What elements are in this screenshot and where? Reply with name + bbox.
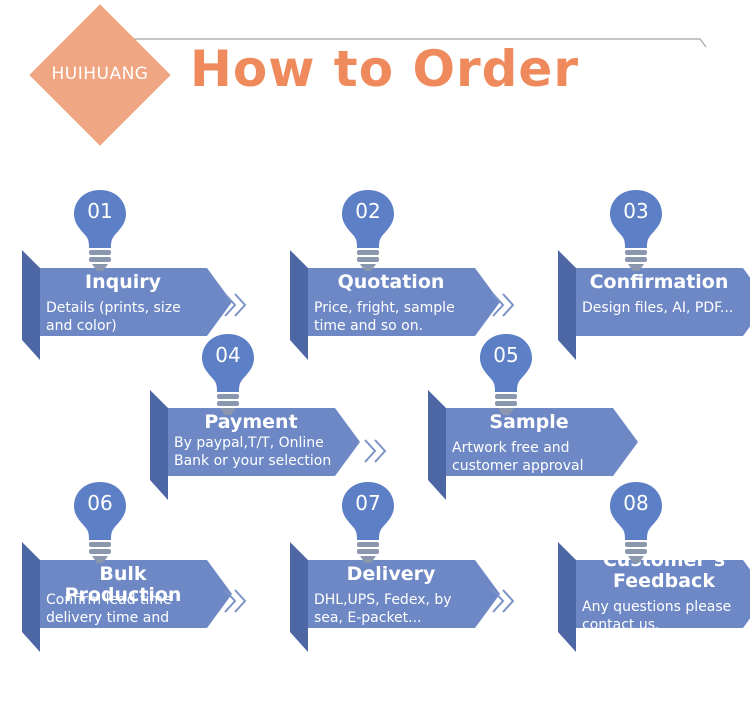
step-number: 08: [623, 491, 649, 515]
step-title: Inquiry: [85, 271, 161, 293]
lightbulb-icon: 01: [72, 188, 128, 278]
step-title: Sample: [489, 411, 569, 433]
lightbulb-icon: 08: [608, 480, 664, 570]
step-title: Confirmation: [589, 271, 729, 293]
step-title: Bulk Production: [64, 563, 182, 606]
step-description: DHL,UPS, Fedex, by sea, E-packet...: [314, 592, 452, 627]
step-description: Artwork free and customer approval: [452, 440, 584, 475]
step-title: Delivery: [346, 563, 436, 585]
lightbulb-icon: 07: [340, 480, 396, 570]
double-chevron-right-icon: [490, 586, 520, 616]
step-title: Quotation: [337, 271, 445, 293]
lightbulb-icon: 03: [608, 188, 664, 278]
step-title: Customer’s Feedback: [602, 549, 726, 592]
lightbulb-icon: 06: [72, 480, 128, 570]
lightbulb-icon: 02: [340, 188, 396, 278]
step-number: 03: [623, 199, 649, 223]
page-title: How to Order: [190, 40, 579, 98]
step-number: 02: [355, 199, 381, 223]
step-number: 05: [493, 343, 519, 367]
double-chevron-right-icon: [362, 436, 392, 466]
step-number: 06: [87, 491, 113, 515]
lightbulb-icon: 05: [478, 332, 534, 422]
double-chevron-right-icon: [490, 290, 520, 320]
step-description: Price, fright, sample time and so on.: [314, 300, 455, 335]
step-description: Any questions please contact us.: [582, 599, 732, 634]
header-divider-line: [120, 38, 707, 48]
double-chevron-right-icon: [222, 290, 252, 320]
step-description: Details (prints, size and color): [46, 300, 181, 335]
step-number: 01: [87, 199, 113, 223]
step-description: Confirm lead time delivery time and: [46, 592, 172, 627]
step-number: 04: [215, 343, 241, 367]
brand-name: HUIHUANG: [51, 64, 149, 84]
lightbulb-icon: 04: [200, 332, 256, 422]
double-chevron-right-icon: [222, 586, 252, 616]
step-number: 07: [355, 491, 381, 515]
step-description: Design files, AI, PDF...: [582, 300, 734, 316]
step-description: By paypal,T/T, Online Bank or your selec…: [174, 435, 332, 470]
step-title: Payment: [204, 411, 298, 433]
